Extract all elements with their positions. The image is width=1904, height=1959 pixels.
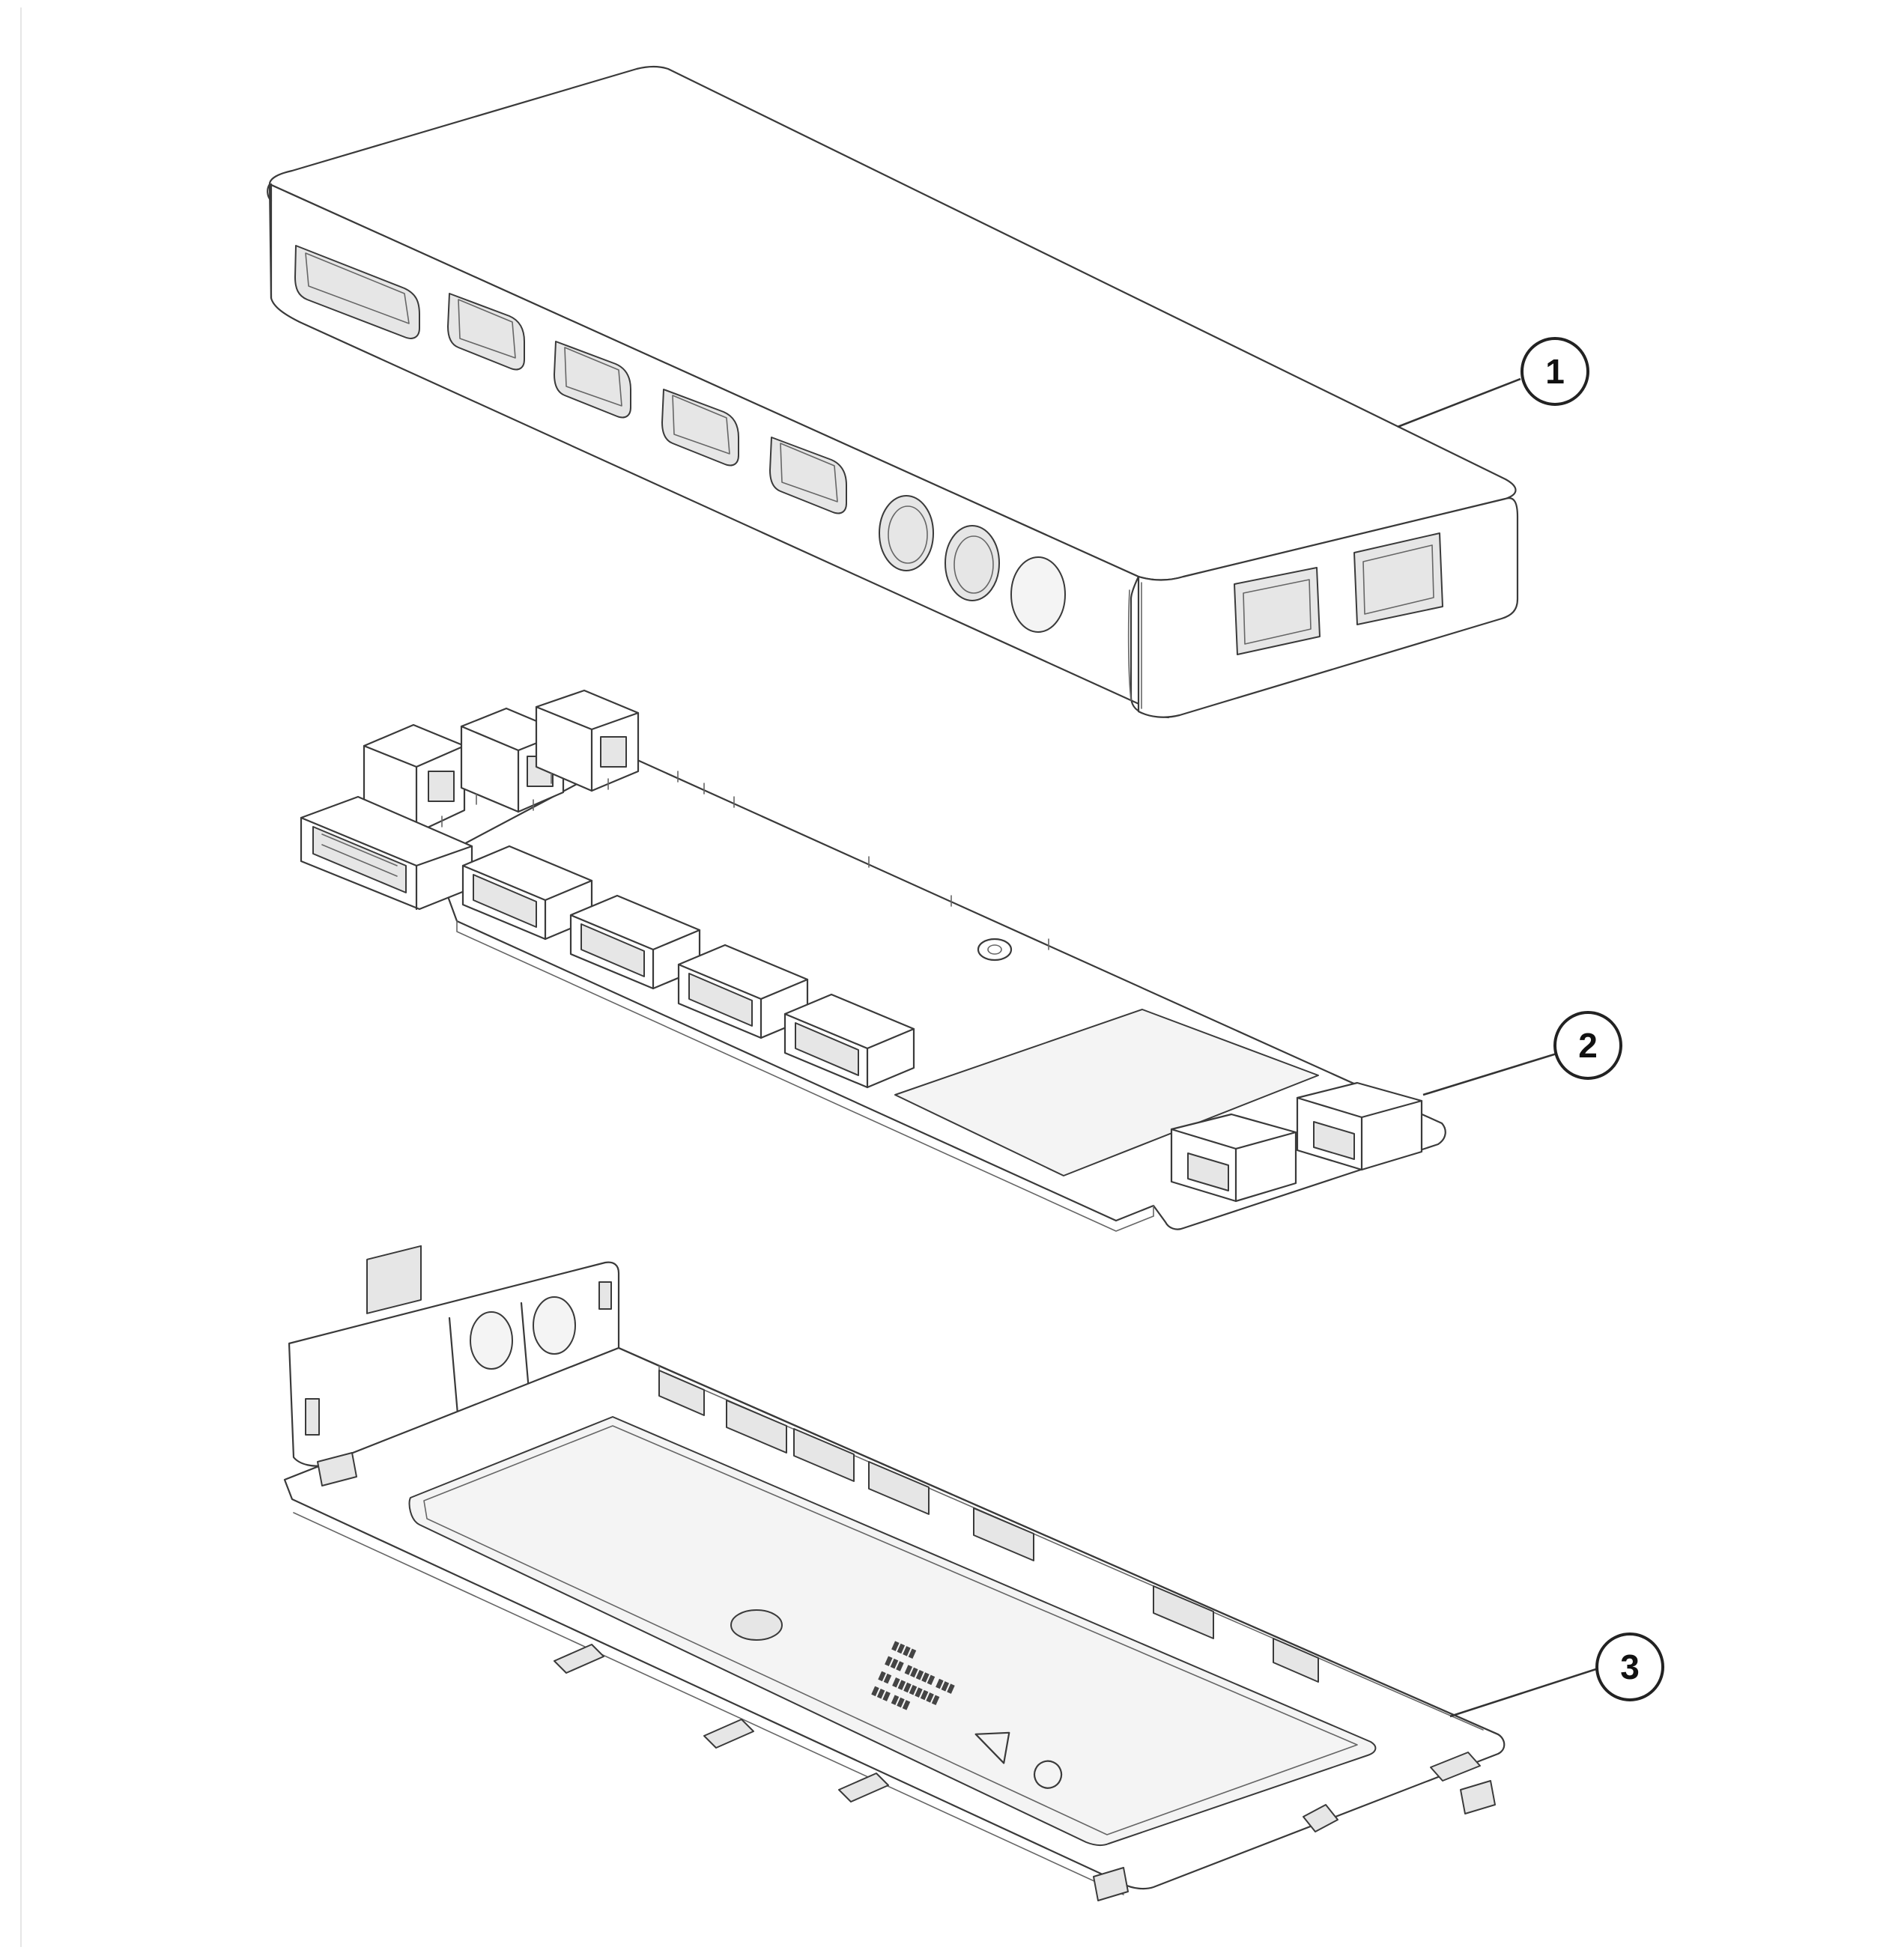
port-opening-hdmi-2 bbox=[554, 341, 631, 419]
end-wall-window bbox=[366, 1245, 422, 1314]
end-wall-hole-2 bbox=[533, 1296, 576, 1355]
callout-3: 3 bbox=[1449, 1632, 1664, 1718]
port-opening-hdmi-1 bbox=[447, 293, 525, 371]
usb-opening-1 bbox=[1234, 567, 1321, 655]
port-opening-hdmi-3 bbox=[661, 389, 739, 467]
hdmi-connector-1 bbox=[461, 845, 593, 941]
tray-front-tabs bbox=[554, 1644, 1481, 1832]
housing-port-openings bbox=[294, 245, 1066, 633]
leader-line-2 bbox=[1422, 1050, 1565, 1096]
displayport-connector bbox=[300, 795, 473, 911]
audio-jack-opening-1 bbox=[879, 495, 934, 571]
audio-jack-opening-3 bbox=[1010, 556, 1066, 633]
pcb-label-area bbox=[894, 1009, 1319, 1176]
end-wall-hole-1 bbox=[470, 1311, 513, 1370]
tray-molded-marking: ▮▮▮▮ ▮▮▮ ▮▮▮▮▮ ▮▮▮ ▮▮ ▮▮▮▮▮▮▮▮ ▮▮▮ ▮▮▮ bbox=[870, 1638, 1063, 1789]
tray-boss bbox=[730, 1609, 783, 1641]
hdmi-connector-4 bbox=[783, 993, 915, 1089]
usb-a-connector-1 bbox=[1170, 1113, 1297, 1203]
usb-opening-2 bbox=[1353, 532, 1443, 625]
power-jack bbox=[535, 689, 640, 792]
molded-circle-icon bbox=[1033, 1760, 1063, 1789]
tray-side-clips bbox=[658, 1370, 1319, 1683]
circuit-board bbox=[300, 689, 1446, 1232]
leader-line-3 bbox=[1449, 1665, 1604, 1718]
usb-a-connector-2 bbox=[1296, 1081, 1423, 1171]
callout-1: 1 bbox=[1397, 337, 1589, 428]
pcb-mounting-hole bbox=[977, 938, 1013, 962]
callout-label-3: 3 bbox=[1620, 1647, 1640, 1686]
callout-label-2: 2 bbox=[1578, 1026, 1598, 1065]
port-opening-hdmi-4 bbox=[769, 437, 847, 514]
end-wall-slot bbox=[305, 1398, 320, 1436]
callout-bubble-3 bbox=[1595, 1632, 1664, 1701]
recycle-triangle-icon bbox=[974, 1731, 1010, 1764]
leader-line-1 bbox=[1397, 377, 1521, 428]
bottom-tray: ▮▮▮▮ ▮▮▮ ▮▮▮▮▮ ▮▮▮ ▮▮ ▮▮▮▮▮▮▮▮ ▮▮▮ ▮▮▮ bbox=[283, 1245, 1506, 1901]
hdmi-connector-2 bbox=[569, 894, 701, 990]
top-housing bbox=[267, 65, 1519, 719]
callout-label-1: 1 bbox=[1545, 352, 1565, 391]
callout-bubble-1 bbox=[1521, 337, 1589, 406]
tray-inner-recess bbox=[408, 1416, 1377, 1847]
callout-2: 2 bbox=[1422, 1011, 1622, 1096]
audio-jack-opening-2 bbox=[945, 525, 1000, 601]
callout-bubble-2 bbox=[1553, 1011, 1622, 1080]
